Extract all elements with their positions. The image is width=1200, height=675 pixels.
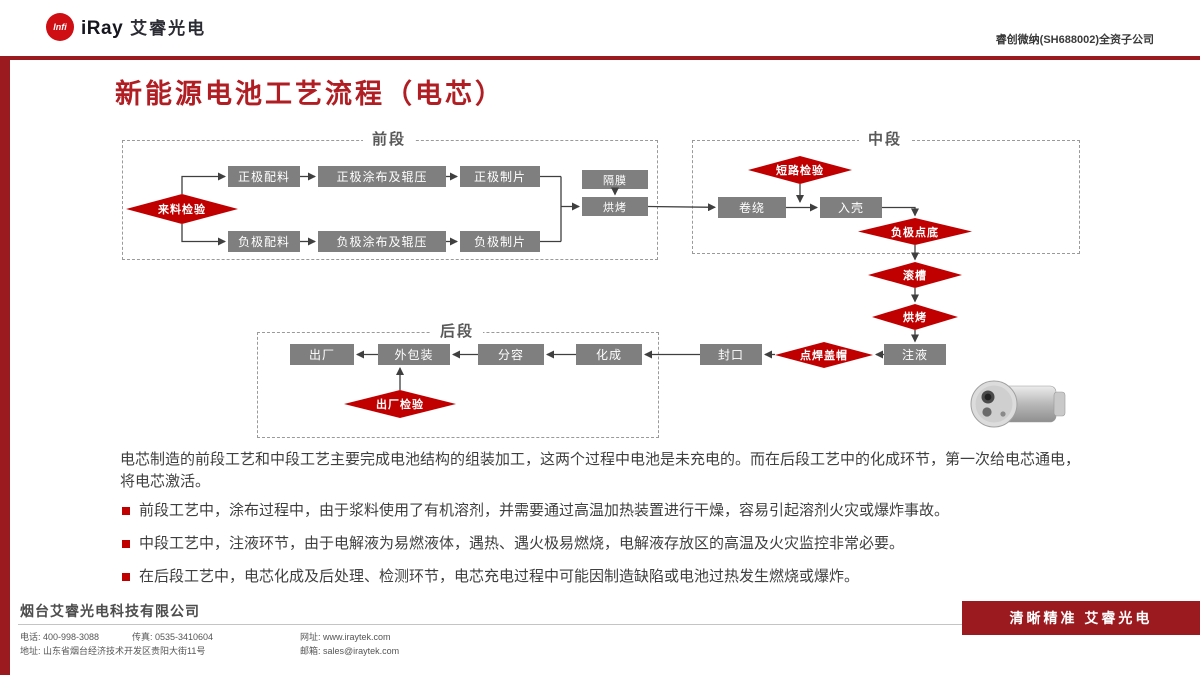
node-formation: 化成: [576, 344, 642, 365]
page-title: 新能源电池工艺流程（电芯）: [115, 79, 505, 109]
intro-paragraph: 电芯制造的前段工艺和中段工艺主要完成电池结构的组装加工，这两个过程中电池是未充电…: [120, 451, 1081, 490]
node-cathode-sheeting: 正极制片: [460, 166, 540, 187]
bullet-text: 在后段工艺中，电芯化成及后处理、检测环节，电芯充电过程中可能因制造缺陷或电池过热…: [139, 568, 860, 585]
left-accent-bar: [0, 60, 10, 675]
bullet-square-icon: [122, 573, 130, 581]
section-back-label: 后段: [430, 324, 484, 340]
section-middle-label: 中段: [858, 132, 912, 148]
node-cathode-batching: 正极配料: [228, 166, 300, 187]
header: Infi iRay 艾睿光电 睿创微纳(SH688002)全资子公司: [0, 0, 1200, 56]
section-front-label: 前段: [362, 132, 416, 148]
bullet-item: 中段工艺中，注液环节，由于电解液为易燃液体，遇热、遇火极易燃烧，电解液存放区的高…: [122, 533, 1102, 555]
node-anode-sheeting: 负极制片: [460, 231, 540, 252]
bullet-item: 前段工艺中，涂布过程中，由于浆料使用了有机溶剂，并需要通过高温加热装置进行干燥，…: [122, 500, 1102, 522]
node-cap-welding: 点焊盖帽: [775, 342, 873, 368]
footer-tagline: 清晰精准 艾睿光电: [962, 601, 1200, 635]
bullet-text: 前段工艺中，涂布过程中，由于浆料使用了有机溶剂，并需要通过高温加热装置进行干燥，…: [139, 502, 950, 519]
node-cathode-coating: 正极涂布及辊压: [318, 166, 446, 187]
footer-divider: [18, 624, 964, 625]
logo: Infi iRay 艾睿光电: [46, 13, 206, 41]
thermal-camera-image: [970, 380, 1066, 428]
node-baking-front: 烘烤: [582, 197, 648, 216]
footer-email: 邮箱: sales@iraytek.com: [300, 646, 400, 656]
node-casing: 入壳: [820, 197, 882, 218]
bullet-square-icon: [122, 507, 130, 515]
node-capacity-grading: 分容: [478, 344, 544, 365]
node-baking-middle: 烘烤: [872, 304, 958, 330]
footer-website: 网址: www.iraytek.com: [300, 632, 391, 642]
node-anode-batching: 负极配料: [228, 231, 300, 252]
node-electrolyte-filling: 注液: [884, 344, 946, 365]
header-divider: [0, 56, 1200, 60]
node-separator: 隔膜: [582, 170, 648, 189]
bullet-item: 在后段工艺中，电芯化成及后处理、检测环节，电芯充电过程中可能因制造缺陷或电池过热…: [122, 566, 1102, 588]
footer-phone: 电话: 400-998-3088: [20, 632, 100, 642]
node-packaging: 外包装: [378, 344, 450, 365]
node-anode-coating: 负极涂布及辊压: [318, 231, 446, 252]
logo-brand-cn: 艾睿光电: [130, 19, 207, 38]
footer-address: 地址: 山东省烟台经济技术开发区贵阳大街11号: [20, 646, 206, 656]
bullet-text: 中段工艺中，注液环节，由于电解液为易燃液体，遇热、遇火极易燃烧，电解液存放区的高…: [139, 535, 905, 552]
bullet-square-icon: [122, 540, 130, 548]
logo-text: iRay 艾睿光电: [81, 14, 206, 40]
footer-fax: 传真: 0535-3410604: [132, 632, 214, 642]
node-sealing: 封口: [700, 344, 762, 365]
footer-company-name: 烟台艾睿光电科技有限公司: [20, 603, 200, 619]
node-shipping: 出厂: [290, 344, 354, 365]
header-subsidiary-text: 睿创微纳(SH688002)全资子公司: [995, 34, 1154, 46]
node-grooving: 滚槽: [868, 262, 962, 288]
infiray-logo-icon: Infi: [46, 13, 74, 41]
node-winding: 卷绕: [718, 197, 786, 218]
logo-brand-en: iRay: [81, 18, 124, 39]
